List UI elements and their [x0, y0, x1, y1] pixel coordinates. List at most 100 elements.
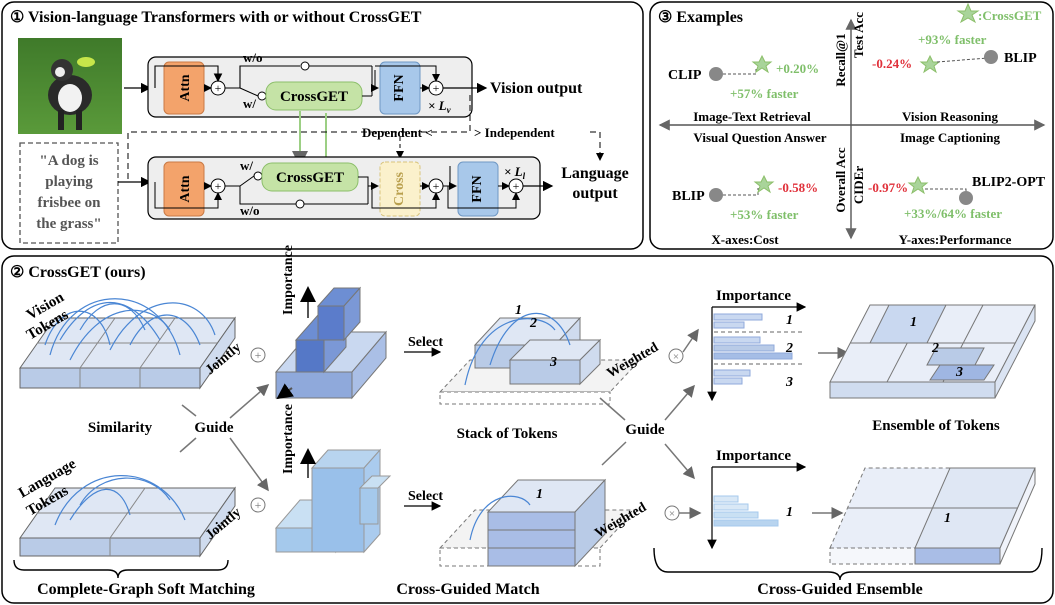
w-label-language: w/: [240, 158, 253, 173]
stack-bottom: [438, 478, 637, 568]
importance-bottom-vertical-label: Importance: [281, 404, 296, 474]
vr-label: Vision Reasoning: [902, 109, 998, 124]
clip-label: CLIP: [668, 68, 702, 83]
svg-text:×: ×: [669, 508, 675, 520]
select-top-label: Select: [408, 335, 443, 350]
blip2-speed: +33%/64% faster: [904, 206, 1002, 221]
stack-num-1: 1: [515, 303, 522, 318]
blip-bl-delta: -0.58%: [778, 180, 818, 195]
cross-guided-match-label: Cross-Guided Match: [396, 581, 539, 598]
vision-token-plane: [19, 298, 236, 390]
select-bottom-label: Select: [408, 489, 443, 504]
panel-3-title: ③ Examples: [658, 9, 743, 26]
clip-star-icon: [751, 54, 773, 74]
crossget-label-vision: CrossGET: [280, 89, 348, 105]
independent-dashed-path: [590, 131, 604, 161]
ensemble-bottom-num-1: 1: [944, 511, 951, 526]
clip-speed: +57% faster: [730, 86, 799, 101]
bar-num-1: 1: [786, 313, 793, 328]
svg-text:+: +: [215, 81, 222, 95]
attn-label-vision: Attn: [178, 74, 193, 101]
brace-ensemble: [653, 547, 1043, 581]
add-icon-bottom: [250, 497, 266, 513]
ensemble-num-2: 2: [931, 341, 939, 356]
svg-text:×: ×: [673, 351, 679, 363]
panel-3: ③ Examples Recall@1 Test Acc Overall Acc…: [649, 1, 1054, 250]
panel-2-frame: [1, 255, 1054, 604]
stack-of-tokens-label: Stack of Tokens: [457, 426, 558, 442]
blip-tr-delta: -0.24%: [872, 56, 912, 71]
stack-bottom-num-1: 1: [536, 487, 543, 502]
legend-label: :CrossGET: [978, 8, 1042, 23]
importance-top-vertical-label: Importance: [281, 245, 296, 315]
ensemble-num-1: 1: [910, 315, 917, 330]
blip2-label: BLIP2-OPT: [972, 175, 1046, 190]
independent-label: > Independent: [474, 125, 555, 140]
language-output-label-1: Language: [561, 165, 629, 182]
caption-line-4: the grass": [36, 216, 101, 232]
svg-text:+: +: [255, 498, 262, 512]
attn-label-language: Attn: [178, 175, 193, 202]
dependent-dashed-path: [127, 95, 471, 182]
importance-bars-top: [713, 313, 805, 385]
caption-line-2: playing: [45, 174, 93, 190]
blip-tr-speed: +93% faster: [918, 32, 987, 47]
vision-layer: Attn + w/o w/ CrossGET FFN + × L: [124, 50, 583, 118]
complete-graph-label: Complete-Graph Soft Matching: [37, 581, 255, 598]
bar-bottom-num-1: 1: [786, 505, 793, 520]
vqa-label: Visual Question Answer: [693, 130, 826, 145]
importance-cubes-top: [274, 286, 388, 400]
ensemble-bottom: [829, 467, 1036, 565]
test-acc-axis-label: Test Acc: [851, 12, 866, 58]
svg-text:+: +: [433, 179, 440, 193]
wo-label-vision: w/o: [243, 50, 263, 65]
wo-label-language: w/o: [240, 203, 260, 218]
panel-2: ② CrossGET (ours) Vision Tokens Similari…: [1, 245, 1054, 604]
x-axes-label: X-axes:Cost: [711, 232, 779, 247]
language-token-plane: [19, 475, 236, 558]
ensemble-num-3: 3: [955, 365, 963, 380]
brace-complete-graph: [13, 559, 229, 579]
itr-label: Image-Text Retrieval: [693, 109, 811, 124]
svg-text:+: +: [433, 81, 440, 95]
importance-bars-bottom: [713, 495, 779, 527]
importance-bar-bottom-label: Importance: [716, 448, 791, 464]
language-output-label-2: output: [572, 185, 618, 202]
recall-axis-label: Recall@1: [833, 33, 848, 86]
guide-right-label: Guide: [625, 422, 665, 438]
cross-block: [379, 161, 421, 217]
stack-num-2: 2: [529, 316, 537, 331]
blip2-delta: -0.97%: [868, 180, 908, 195]
importance-bar-top-label: Importance: [716, 288, 791, 304]
svg-text:+: +: [513, 179, 520, 193]
panel-1: ① Vision-language Transformers with or w…: [1, 1, 644, 250]
panel-1-title: ① Vision-language Transformers with or w…: [10, 9, 422, 26]
overall-acc-axis-label: Overall Acc: [833, 147, 848, 213]
blip-tr-label: BLIP: [1004, 51, 1037, 66]
blip-bl-baseline-dot: [709, 188, 723, 202]
ic-label: Image Captioning: [900, 130, 1001, 145]
lv-label: × Lv: [428, 98, 452, 115]
blip-bl-speed: +53% faster: [730, 207, 799, 222]
multiply-icon-top: [668, 348, 684, 364]
blip-bl-label: BLIP: [672, 189, 705, 204]
crossget-legend: :CrossGET: [956, 2, 1042, 24]
cross-label: Cross: [392, 171, 407, 206]
blip-bl-star-icon: [753, 174, 775, 194]
clip-baseline-dot: [709, 67, 723, 81]
clip-delta: +0.20%: [776, 61, 819, 76]
bar-num-2: 2: [785, 341, 793, 356]
cross-guided-ensemble-label: Cross-Guided Ensemble: [757, 581, 923, 598]
stack-top: [438, 312, 642, 405]
add-icon-top: [250, 347, 266, 363]
blip2-star-icon: [907, 175, 929, 195]
ensemble-of-tokens-label: Ensemble of Tokens: [872, 418, 1000, 434]
similarity-label: Similarity: [88, 420, 153, 436]
blip-tr-baseline-dot: [984, 50, 998, 64]
svg-text:+: +: [215, 179, 222, 193]
guide-left-label: Guide: [194, 420, 234, 436]
ffn-block-language: [457, 161, 499, 217]
star-icon: [956, 2, 980, 24]
bar-num-3: 3: [785, 375, 793, 390]
